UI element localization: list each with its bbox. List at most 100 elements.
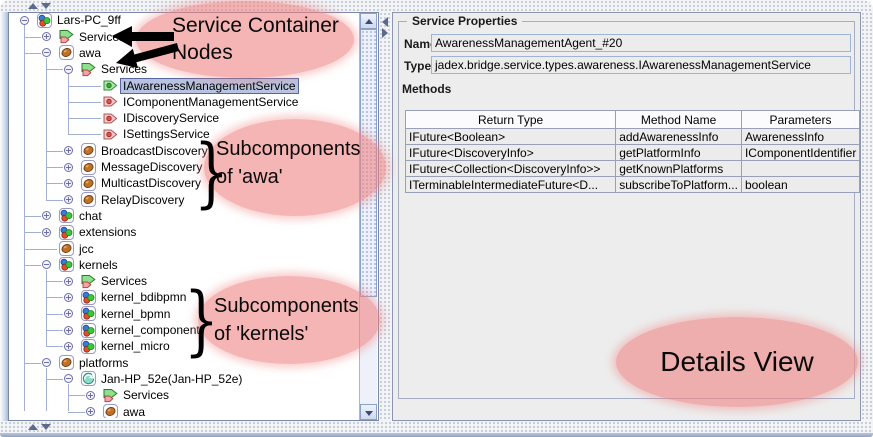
tree-connector-line — [68, 395, 85, 397]
services-folder-icon — [59, 30, 74, 44]
tree-node-label[interactable]: kernel_component — [101, 323, 200, 337]
tree-expand-handle[interactable] — [85, 390, 95, 400]
tree-vertical-scrollbar[interactable] — [359, 13, 377, 420]
tree-expand-handle[interactable] — [63, 325, 73, 335]
type-field[interactable]: jadex.bridge.service.types.awareness.IAw… — [431, 56, 851, 74]
table-column-header[interactable]: Method Name — [615, 110, 742, 129]
tree-node-label[interactable]: awa — [79, 45, 102, 60]
tree-node-label[interactable]: awa — [123, 404, 146, 419]
tree-expand-handle[interactable] — [41, 211, 51, 221]
tree-connector-line — [24, 52, 41, 54]
tree-connector-line — [68, 101, 101, 103]
bottom-split-divider[interactable] — [0, 421, 873, 433]
tree-node-label[interactable]: RelayDiscovery — [101, 192, 185, 207]
method-table-cell[interactable]: subscribeToPlatform... — [615, 176, 742, 193]
split-collapse-left-button[interactable] — [382, 17, 388, 27]
split-collapse-up-button2[interactable] — [28, 424, 38, 430]
method-table-row[interactable]: IFuture<Collection<DiscoveryInfo>>getKno… — [404, 160, 861, 177]
tree-expand-handle[interactable] — [85, 407, 95, 416]
tree-node-label[interactable]: jcc — [79, 241, 94, 256]
tree-expand-handle[interactable] — [63, 276, 73, 286]
platform-icon — [81, 289, 96, 305]
tree-connector-line — [68, 383, 69, 412]
tree-node-label[interactable]: Jan-HP_52e(Jan-HP_52e) — [101, 371, 243, 386]
method-table-row[interactable]: ITerminableIntermediateFuture<D...subscr… — [404, 176, 861, 193]
tree-connector-line — [46, 367, 47, 412]
tree-expand-handle[interactable] — [63, 162, 73, 172]
method-table-cell[interactable] — [740, 160, 861, 177]
tree-node-label[interactable]: kernel_bpmn — [101, 306, 171, 321]
split-collapse-down-button2[interactable] — [41, 424, 51, 430]
method-table-cell[interactable]: boolean — [740, 176, 861, 193]
tree-node-label[interactable]: kernels — [79, 257, 118, 272]
method-table-cell[interactable]: ITerminableIntermediateFuture<D... — [404, 176, 617, 193]
window-left-border — [0, 12, 8, 421]
tree-node-label[interactable]: Lars-PC_9ff — [57, 13, 121, 28]
tree-expand-handle[interactable] — [63, 292, 73, 302]
name-field[interactable]: AwarenessManagementAgent_#20 — [431, 34, 851, 52]
tree-collapse-handle[interactable] — [63, 64, 73, 74]
tree-collapse-handle[interactable] — [41, 260, 51, 270]
method-table-cell[interactable]: addAwarenessInfo — [615, 128, 742, 145]
vertical-split-divider[interactable] — [379, 12, 392, 421]
tree-node-label[interactable]: Services — [123, 388, 170, 403]
tree-node-label[interactable]: extensions — [79, 225, 137, 240]
tree-node-label[interactable]: Services — [79, 29, 126, 44]
tree-connector-line — [68, 411, 85, 413]
tree-collapse-handle[interactable] — [41, 358, 51, 368]
component-icon — [81, 175, 96, 191]
tree-node-label[interactable]: MessageDiscovery — [101, 160, 203, 174]
tree-node-label[interactable]: MulticastDiscovery — [101, 176, 202, 191]
method-table-cell[interactable]: getPlatformInfo — [615, 144, 742, 161]
split-collapse-right-button[interactable] — [382, 28, 388, 38]
method-table-cell[interactable]: AwarenessInfo — [740, 128, 861, 145]
tree-node-label[interactable]: IComponentManagementService — [123, 94, 299, 109]
methods-label: Methods — [402, 82, 452, 96]
tree-node-label[interactable]: Services — [101, 62, 148, 77]
tree-expand-handle[interactable] — [63, 341, 73, 351]
tree-collapse-handle[interactable] — [41, 48, 51, 58]
tree-collapse-handle[interactable] — [19, 15, 29, 25]
split-collapse-down-button[interactable] — [41, 3, 51, 9]
component-icon — [59, 241, 74, 256]
tree-node-label[interactable]: BroadcastDiscovery — [101, 143, 208, 158]
tree-connector-line — [68, 85, 101, 87]
component-icon — [81, 159, 96, 175]
tree-expand-handle[interactable] — [41, 227, 51, 237]
tree-connector-line — [68, 74, 69, 135]
services-folder-icon — [81, 62, 96, 76]
name-label: Name — [404, 37, 437, 51]
method-table-cell[interactable]: IComponentIdentifier — [740, 144, 861, 161]
method-table-cell[interactable]: IFuture<Boolean> — [404, 128, 617, 145]
scrollbar-thumb[interactable] — [360, 29, 377, 297]
tree-collapse-handle[interactable] — [63, 374, 73, 384]
service-green-icon — [103, 80, 118, 91]
tree-expand-handle[interactable] — [63, 195, 73, 205]
tree-expand-handle[interactable] — [63, 309, 73, 319]
tree-node-label[interactable]: chat — [79, 208, 102, 223]
component-icon — [59, 355, 74, 371]
tree-node-label[interactable]: IAwarenessManagementService — [120, 77, 299, 94]
table-column-header[interactable]: Parameters — [740, 110, 861, 129]
tree-expand-handle[interactable] — [63, 146, 73, 156]
scroll-up-button[interactable] — [360, 13, 377, 29]
method-table-cell[interactable]: IFuture<Collection<DiscoveryInfo>> — [404, 160, 617, 177]
tree-node-label[interactable]: kernel_micro — [101, 339, 170, 354]
tree-node-label[interactable]: platforms — [79, 355, 129, 370]
split-collapse-up-button[interactable] — [28, 3, 38, 9]
method-table-cell[interactable]: getKnownPlatforms — [615, 160, 742, 177]
tree-expand-handle[interactable] — [41, 32, 51, 42]
tree-expand-handle[interactable] — [63, 178, 73, 188]
method-table-cell[interactable]: IFuture<DiscoveryInfo> — [404, 144, 617, 161]
table-column-header[interactable]: Return Type — [404, 110, 617, 129]
tree-node-label[interactable]: kernel_bdibpmn — [101, 290, 187, 305]
tree-node-label[interactable]: IDiscoveryService — [123, 111, 220, 126]
scroll-down-button[interactable] — [360, 404, 377, 420]
tree-node-label[interactable]: ISettingsService — [123, 127, 210, 142]
top-split-divider[interactable] — [0, 0, 873, 12]
tree-node-label[interactable]: Services — [101, 274, 148, 289]
group-title: Service Properties — [407, 14, 523, 28]
